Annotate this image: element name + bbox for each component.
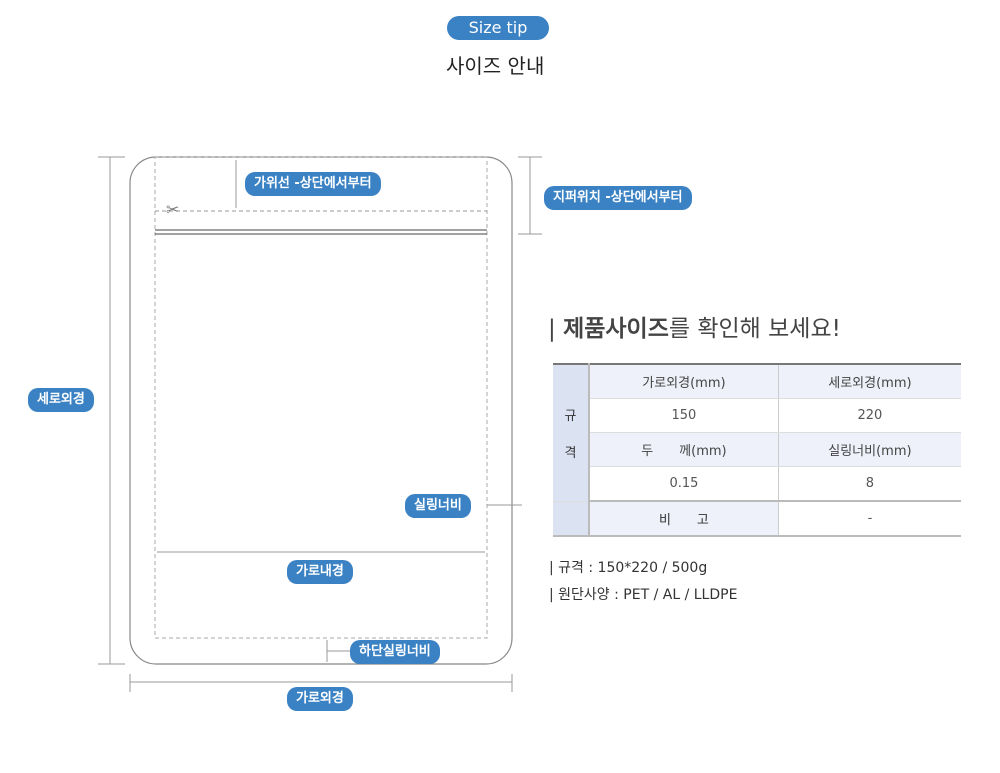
col-header-seal-width: 실링너비(mm) xyxy=(777,432,961,467)
spec-heading: | 제품사이즈를 확인해 보세요! xyxy=(548,316,841,342)
seal-width-label: 실링너비 xyxy=(405,494,471,518)
note-label: 비 고 xyxy=(589,501,779,537)
outer-width-label: 가로외경 xyxy=(287,687,353,711)
spec-heading-rest: 를 확인해 보세요! xyxy=(668,316,841,342)
value-thickness: 0.15 xyxy=(589,466,779,502)
value-height: 220 xyxy=(777,398,961,433)
size-tip-badge: Size tip xyxy=(447,16,549,40)
spec-note-material: | 원단사양 : PET / AL / LLDPE xyxy=(549,587,738,603)
cut-line-label: 가위선 -상단에서부터 xyxy=(245,172,381,196)
page-title: 사이즈 안내 xyxy=(446,54,545,78)
note-value: - xyxy=(777,501,961,537)
value-width: 150 xyxy=(589,398,779,433)
inner-width-label: 가로내경 xyxy=(287,560,353,584)
value-seal-width: 8 xyxy=(777,466,961,502)
spec-note-size: | 규격 : 150*220 / 500g xyxy=(549,560,708,576)
zipper-position-label: 지퍼위치 -상단에서부터 xyxy=(544,186,692,210)
col-header-thickness: 두 께(mm) xyxy=(589,432,779,467)
col-header-width: 가로외경(mm) xyxy=(589,364,779,399)
spec-heading-bold: 제품사이즈 xyxy=(563,316,669,342)
bottom-seal-width-label: 하단실링너비 xyxy=(350,640,440,664)
note-side xyxy=(553,501,590,537)
scissors-icon: ✂ xyxy=(166,200,180,219)
col-header-height: 세로외경(mm) xyxy=(777,364,961,399)
outer-height-label: 세로외경 xyxy=(28,388,94,412)
